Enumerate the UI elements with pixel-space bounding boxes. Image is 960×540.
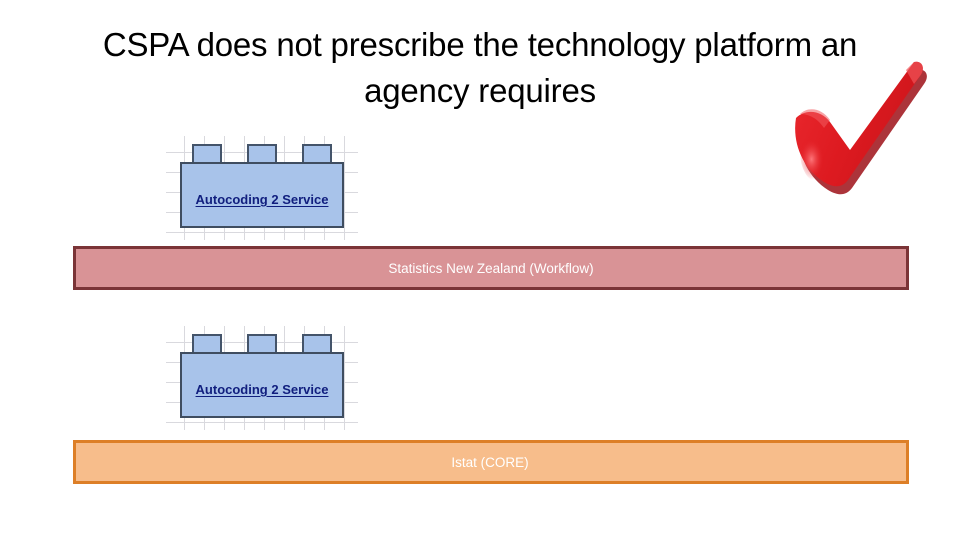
- lego-brick-icon: Autocoding 2 Service: [180, 334, 344, 418]
- service-label: Autocoding 2 Service: [195, 192, 329, 207]
- service-label: Autocoding 2 Service: [195, 382, 329, 397]
- lego-brick-icon: Autocoding 2 Service: [180, 144, 344, 228]
- lego-stud-icon: [192, 334, 222, 354]
- red-check-mark-icon: [768, 56, 940, 216]
- platform-label: Statistics New Zealand (Workflow): [388, 260, 594, 276]
- page-title: CSPA does not prescribe the technology p…: [102, 26, 858, 109]
- lego-stud-icon: [247, 144, 277, 164]
- lego-stud-icon: [302, 334, 332, 354]
- lego-stud-icon: [247, 334, 277, 354]
- lego-brick-image-1: Autocoding 2 Service: [166, 136, 358, 240]
- platform-label: Istat (CORE): [451, 454, 529, 470]
- lego-stud-icon: [192, 144, 222, 164]
- platform-bar-workflow: Statistics New Zealand (Workflow): [73, 246, 909, 290]
- lego-stud-icon: [302, 144, 332, 164]
- lego-brick-body: Autocoding 2 Service: [180, 162, 344, 228]
- platform-bar-core: Istat (CORE): [73, 440, 909, 484]
- lego-brick-body: Autocoding 2 Service: [180, 352, 344, 418]
- lego-brick-image-2: Autocoding 2 Service: [166, 326, 358, 430]
